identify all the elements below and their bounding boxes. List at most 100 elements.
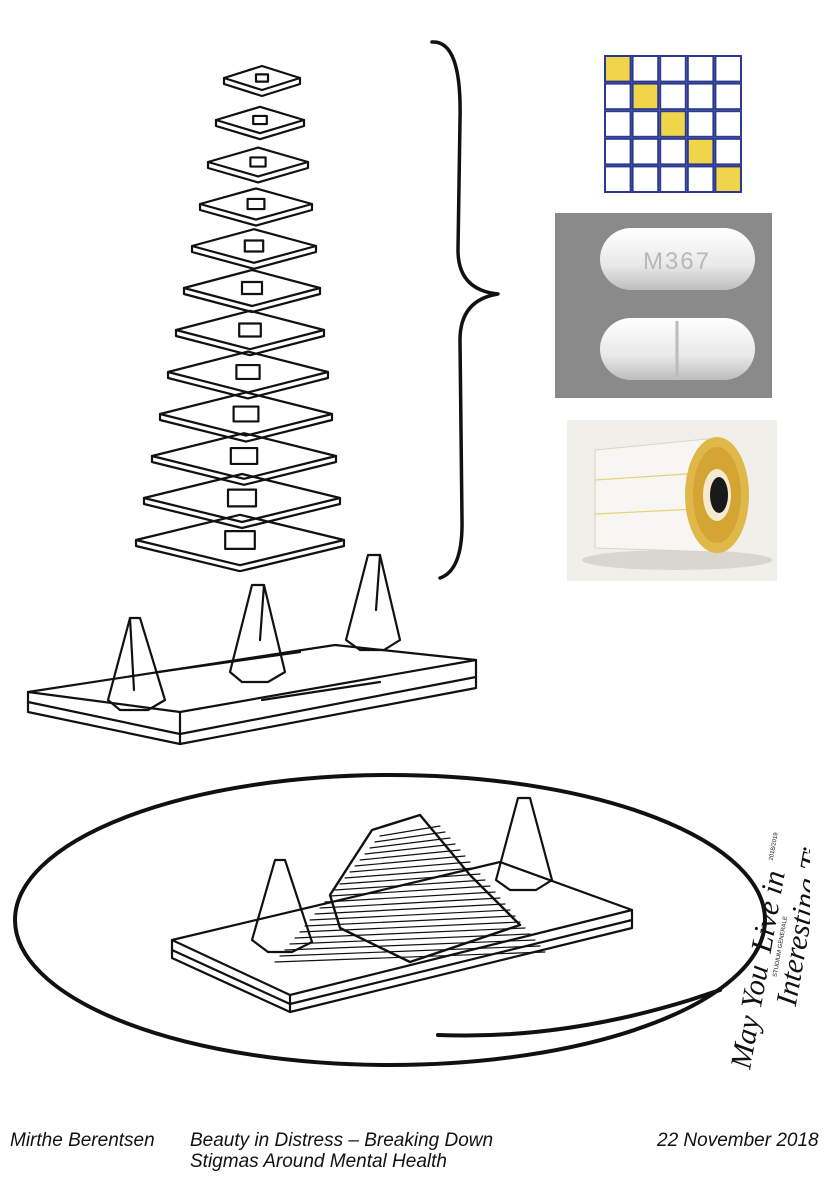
vertical-event-title: May You Live in Interesting Times 2018/2…: [724, 799, 810, 1070]
pyramid-hatch-line: [319, 897, 501, 909]
pyramid-hatch-line: [344, 867, 476, 879]
plate-hole: [249, 156, 267, 168]
pyramid-hatch-line: [294, 927, 526, 939]
grid-cell-highlighted: [604, 55, 632, 83]
title-years: 2018/2019: [769, 831, 780, 861]
pyramid-hatch-line: [304, 915, 516, 927]
grid-cell-highlighted: [631, 82, 660, 111]
curly-brace: [430, 40, 500, 580]
grid-cell: [631, 55, 660, 83]
grid-cell: [714, 110, 742, 138]
speaker-name: Mirthe Berentsen: [10, 1130, 155, 1151]
cone-1: [106, 616, 167, 712]
plate-edge: [222, 76, 302, 98]
grid-cell: [686, 110, 715, 138]
talk-title-line-2: Stigmas Around Mental Health: [190, 1151, 447, 1172]
plate-hole: [235, 363, 261, 381]
plate-edge: [174, 328, 326, 357]
pyramid-hatch-line: [309, 909, 511, 921]
diagonal-grid: [604, 55, 742, 193]
pyramid-hatch-line: [369, 837, 451, 849]
plate-edge: [206, 160, 310, 184]
plate-stack: [134, 64, 346, 573]
plate-edge: [182, 286, 322, 314]
grid-cell: [714, 82, 742, 111]
plate-edge: [134, 538, 346, 573]
grid-cell-highlighted: [714, 165, 742, 193]
pill-imprint: M367: [643, 248, 711, 275]
grid-cell: [714, 137, 742, 166]
pyramid-hatch-line: [349, 861, 471, 873]
plate-hole: [254, 73, 270, 83]
plate-edge: [166, 370, 330, 400]
grid-cell: [659, 82, 687, 111]
plate: [174, 309, 326, 351]
plate-hole: [229, 446, 259, 466]
grid-cell: [631, 165, 660, 193]
grid-cell: [604, 165, 632, 193]
plate: [182, 268, 322, 308]
plate-edge: [214, 118, 306, 141]
pyramid-hatch-line: [329, 885, 491, 897]
plate-hole: [238, 322, 262, 338]
grid-cell: [714, 55, 742, 83]
upper-cone-tray: [26, 553, 478, 746]
grid-cell: [686, 82, 715, 111]
pyramid-hatch-line: [354, 855, 466, 867]
talk-title-line-1: Beauty in Distress – Breaking Down: [190, 1130, 494, 1151]
plate-edge: [142, 496, 342, 530]
plate-hole: [226, 488, 258, 508]
plate: [166, 350, 330, 394]
plate-edge: [198, 202, 314, 227]
grid-cell: [686, 165, 715, 193]
grid-cell: [604, 82, 632, 111]
plate: [222, 64, 302, 92]
pyramid-hatch-line: [274, 951, 546, 963]
pyramid-hatch-line: [284, 939, 536, 951]
pyramid-hatch-line: [374, 831, 446, 843]
cone-4: [250, 858, 314, 954]
plate-hole: [240, 280, 264, 296]
pyramid-hatch-line: [379, 825, 441, 837]
grid-cell: [631, 110, 660, 138]
cone-3: [344, 553, 402, 652]
plate-hole: [246, 197, 266, 211]
plate-hole: [232, 405, 260, 423]
ground-ellipse: [13, 773, 767, 1067]
pyramid-hatch-line: [364, 843, 456, 855]
pyramid-hatch-line: [299, 921, 521, 933]
plate-hole: [243, 239, 265, 253]
grid-cell-highlighted: [686, 137, 715, 166]
pyramid-hatch-line: [314, 903, 506, 915]
event-date: 22 November 2018: [657, 1130, 819, 1151]
pyramid-hatch-line: [339, 873, 481, 885]
grid-cell: [659, 55, 687, 83]
grid-cell: [659, 137, 687, 166]
grid-cell: [659, 165, 687, 193]
title-may-you: May You: [724, 962, 775, 1070]
pyramid-hatch-line: [289, 933, 531, 945]
plate-edge: [158, 412, 334, 443]
label-roll-photo: [567, 420, 777, 581]
pyramid-hatch-line: [324, 891, 496, 903]
plate-edge: [190, 244, 318, 270]
grid-cell-highlighted: [659, 110, 687, 138]
pill-photo: M367: [555, 213, 772, 398]
grid-cell: [631, 137, 660, 166]
plate-edge: [150, 454, 338, 486]
lower-cone-tray: [170, 796, 634, 1014]
pyramid-hatch-line: [279, 945, 541, 957]
pill-top: [600, 228, 755, 290]
cone-5: [494, 796, 554, 892]
pyramid-hatch-line: [359, 849, 461, 861]
grid-cell: [686, 55, 715, 83]
plate-hole: [224, 530, 256, 550]
plate-hole: [252, 114, 268, 126]
talk-title: Beauty in Distress – Breaking Down Stigm…: [190, 1130, 550, 1172]
pyramid: [328, 813, 522, 964]
grid-cell: [604, 110, 632, 138]
cone-2: [228, 583, 287, 684]
grid-cell: [604, 137, 632, 166]
pyramid-hatch-line: [334, 879, 486, 891]
